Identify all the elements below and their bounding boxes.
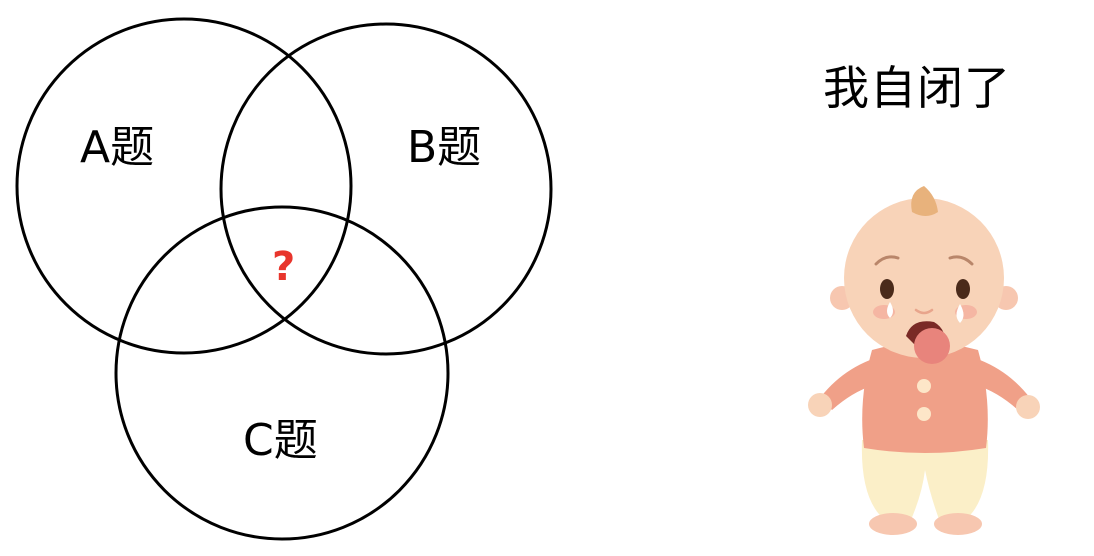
set-a-label: A题 xyxy=(80,122,154,173)
baby-left-tear xyxy=(887,302,893,318)
set-c-label: C题 xyxy=(243,415,318,466)
baby-left-hand xyxy=(808,393,832,417)
caption-text: 我自闭了 xyxy=(823,61,1011,115)
set-c-circle xyxy=(114,205,450,541)
baby-right-eye xyxy=(956,279,970,299)
baby-nose xyxy=(914,308,934,315)
baby-left-eye xyxy=(880,279,894,299)
intersection-question-mark: ? xyxy=(272,244,295,290)
baby-right-hand xyxy=(1016,395,1040,419)
set-a-circle xyxy=(15,17,353,355)
baby-hair-tuft xyxy=(911,186,938,216)
baby-left-eyebrow xyxy=(874,255,900,266)
baby-pants xyxy=(861,440,989,522)
set-b-label: B题 xyxy=(407,122,481,173)
baby-right-foot xyxy=(934,513,982,535)
baby-left-foot xyxy=(869,513,917,535)
baby-left-arm xyxy=(820,360,874,410)
baby-right-tear xyxy=(956,304,964,323)
shirt-button-top xyxy=(917,379,931,393)
baby-tongue xyxy=(914,328,950,364)
baby-right-eyebrow xyxy=(948,255,974,266)
set-b-circle xyxy=(219,22,553,356)
shirt-button-bottom xyxy=(917,407,931,421)
baby-shirt xyxy=(862,342,988,453)
baby-right-arm xyxy=(976,360,1030,410)
